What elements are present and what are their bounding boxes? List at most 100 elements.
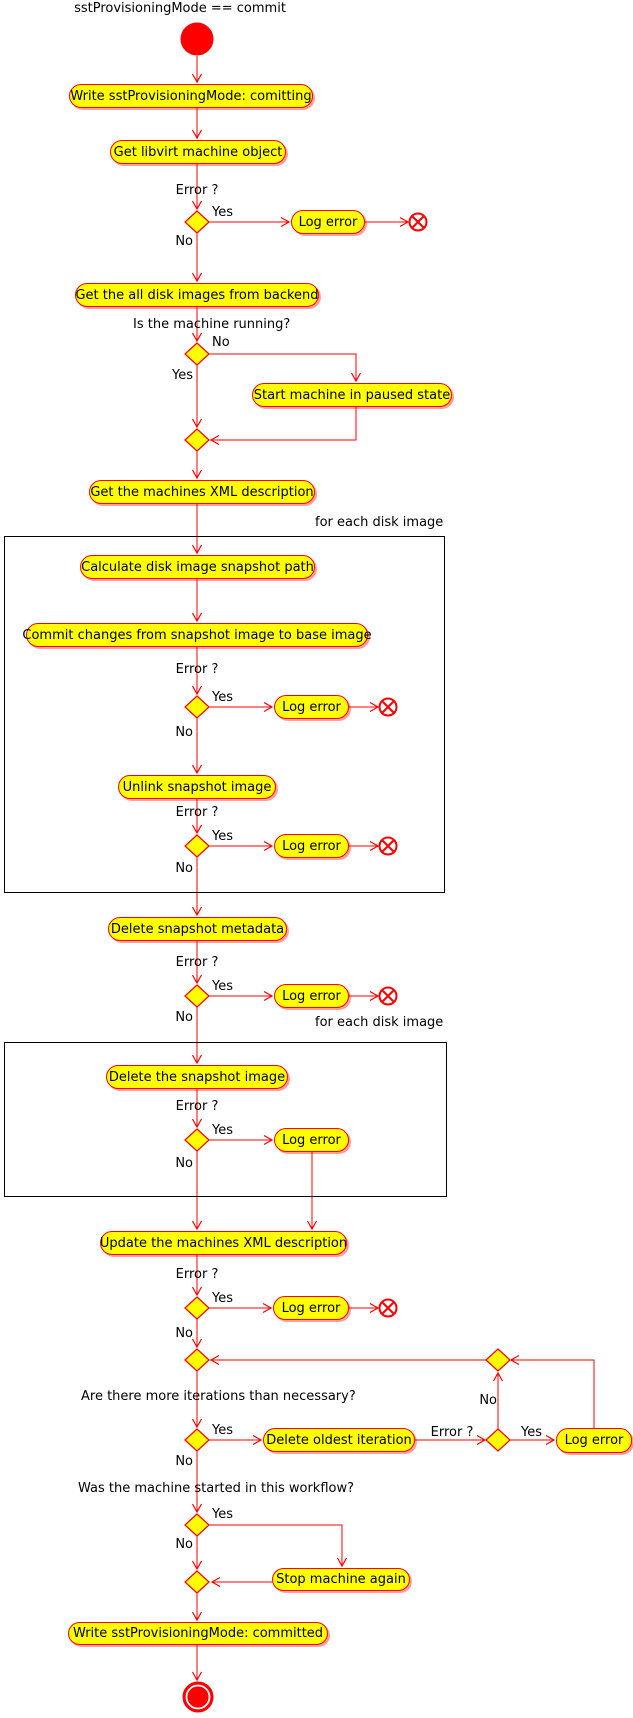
kill-node <box>378 836 398 856</box>
edge-label-yes-1: Yes <box>212 205 233 220</box>
activity-get-machines-xml: Get the machines XML description <box>89 480 315 504</box>
activity-delete-oldest-iteration: Delete oldest iteration <box>263 1428 415 1452</box>
activity-get-all-disk-images: Get the all disk images from backend <box>75 283 319 307</box>
activity-log-error-7: Log error <box>556 1428 632 1453</box>
arrowhead <box>191 332 203 343</box>
arrowhead <box>191 1560 203 1571</box>
edge-label-error-5: Error ? <box>175 1099 219 1114</box>
flow-line <box>211 407 357 441</box>
edge-label-error-6: Error ? <box>175 1267 219 1282</box>
arrowhead <box>191 612 203 623</box>
decision-diamond <box>184 695 210 719</box>
start-node <box>180 22 214 56</box>
edge-label-error-1: Error ? <box>175 183 219 198</box>
partition-for-each-disk-image-2 <box>4 1042 447 1197</box>
question-machine-running: Is the machine running? <box>133 317 291 332</box>
arrowhead <box>209 1354 220 1366</box>
arrowhead <box>369 701 380 713</box>
end-node <box>182 1681 214 1713</box>
question-machine-started: Was the machine started in this workflow… <box>78 1481 354 1496</box>
activity-log-error-1: Log error <box>291 210 365 234</box>
decision-diamond <box>184 1128 210 1152</box>
arrowhead <box>476 1434 487 1446</box>
edge-label-error-3: Error ? <box>175 805 219 820</box>
activity-commit-changes: Commit changes from snapshot image to ba… <box>22 623 372 647</box>
activity-write-comitting: Write sstProvisioningMode: comitting <box>69 84 313 108</box>
arrowhead <box>209 434 220 446</box>
decision-diamond <box>184 834 210 858</box>
edge-label-yes-6: Yes <box>212 1123 233 1138</box>
arrowhead <box>263 1134 274 1146</box>
arrowhead <box>545 1434 556 1446</box>
edge-label-no-5: No <box>175 1010 193 1025</box>
edge-label-yes-7: Yes <box>212 1291 233 1306</box>
edge-label-yes-3: Yes <box>212 690 233 705</box>
arrowhead <box>252 1434 263 1446</box>
activity-start-machine-paused: Start machine in paused state <box>252 383 452 407</box>
edge-label-yes-2: Yes <box>172 368 193 383</box>
arrowhead <box>280 216 291 228</box>
arrowhead <box>191 418 203 429</box>
edge-label-no-3: No <box>175 725 193 740</box>
arrowhead <box>399 216 410 228</box>
edge-label-yes-4: Yes <box>212 829 233 844</box>
arrowhead <box>191 685 203 696</box>
kill-node <box>378 697 398 717</box>
arrowhead <box>191 272 203 283</box>
edge-label-yes-5: Yes <box>212 979 233 994</box>
flow-line <box>209 1524 343 1566</box>
edge-label-no-2: No <box>212 335 230 350</box>
arrowhead <box>191 824 203 835</box>
arrowhead <box>191 73 203 84</box>
flow-line <box>209 353 357 381</box>
edge-label-no-7: No <box>175 1326 193 1341</box>
question-more-iterations: Are there more iterations than necessary… <box>81 1389 356 1404</box>
activity-log-error-5: Log error <box>274 1128 349 1152</box>
arrowhead <box>492 1371 504 1382</box>
arrowhead <box>210 1576 221 1588</box>
edge-label-yes-9: Yes <box>521 1425 542 1440</box>
edge-label-no-4: No <box>175 861 193 876</box>
edge-label-yes-10: Yes <box>212 1507 233 1522</box>
edge-label-no-6: No <box>175 1156 193 1171</box>
activity-calculate-snapshot-path: Calculate disk image snapshot path <box>80 555 315 579</box>
arrowhead <box>262 1302 273 1314</box>
diagram-title: sstProvisioningMode == commit <box>74 1 286 16</box>
activity-log-error-3: Log error <box>274 834 349 858</box>
partition-label-2: for each disk image <box>315 1015 444 1030</box>
arrowhead <box>263 990 274 1002</box>
decision-diamond <box>184 1428 210 1452</box>
kill-node <box>378 986 398 1006</box>
arrowhead <box>191 1503 203 1514</box>
activity-write-committed: Write sstProvisioningMode: committed <box>68 1622 328 1645</box>
arrowhead <box>350 372 362 383</box>
decision-diamond <box>184 1348 210 1372</box>
edge-label-no-8: No <box>479 1393 497 1408</box>
arrowhead <box>191 906 203 917</box>
arrowhead <box>263 840 274 852</box>
decision-diamond <box>184 1296 210 1320</box>
arrowhead <box>191 1338 203 1349</box>
partition-for-each-disk-image-1 <box>4 536 445 893</box>
edge-label-no-9: No <box>175 1454 193 1469</box>
arrowhead <box>369 990 380 1002</box>
arrowhead <box>191 1611 203 1622</box>
activity-update-machines-xml: Update the machines XML description <box>100 1231 347 1255</box>
partition-label-1: for each disk image <box>315 515 444 530</box>
arrowhead <box>191 200 203 211</box>
arrowhead <box>191 1118 203 1129</box>
edge-label-error-2: Error ? <box>175 662 219 677</box>
activity-unlink-snapshot: Unlink snapshot image <box>118 775 276 799</box>
arrowhead <box>263 701 274 713</box>
activity-delete-snapshot-metadata: Delete snapshot metadata <box>108 917 287 941</box>
decision-diamond <box>184 984 210 1008</box>
flow-line <box>511 1359 595 1429</box>
activity-get-libvirt-machine: Get libvirt machine object <box>110 140 286 164</box>
decision-diamond <box>184 342 210 366</box>
arrowhead <box>306 1220 318 1231</box>
arrowhead <box>369 1302 380 1314</box>
edge-label-no-10: No <box>175 1537 193 1552</box>
decision-diamond <box>485 1428 511 1452</box>
kill-node <box>378 1298 398 1318</box>
